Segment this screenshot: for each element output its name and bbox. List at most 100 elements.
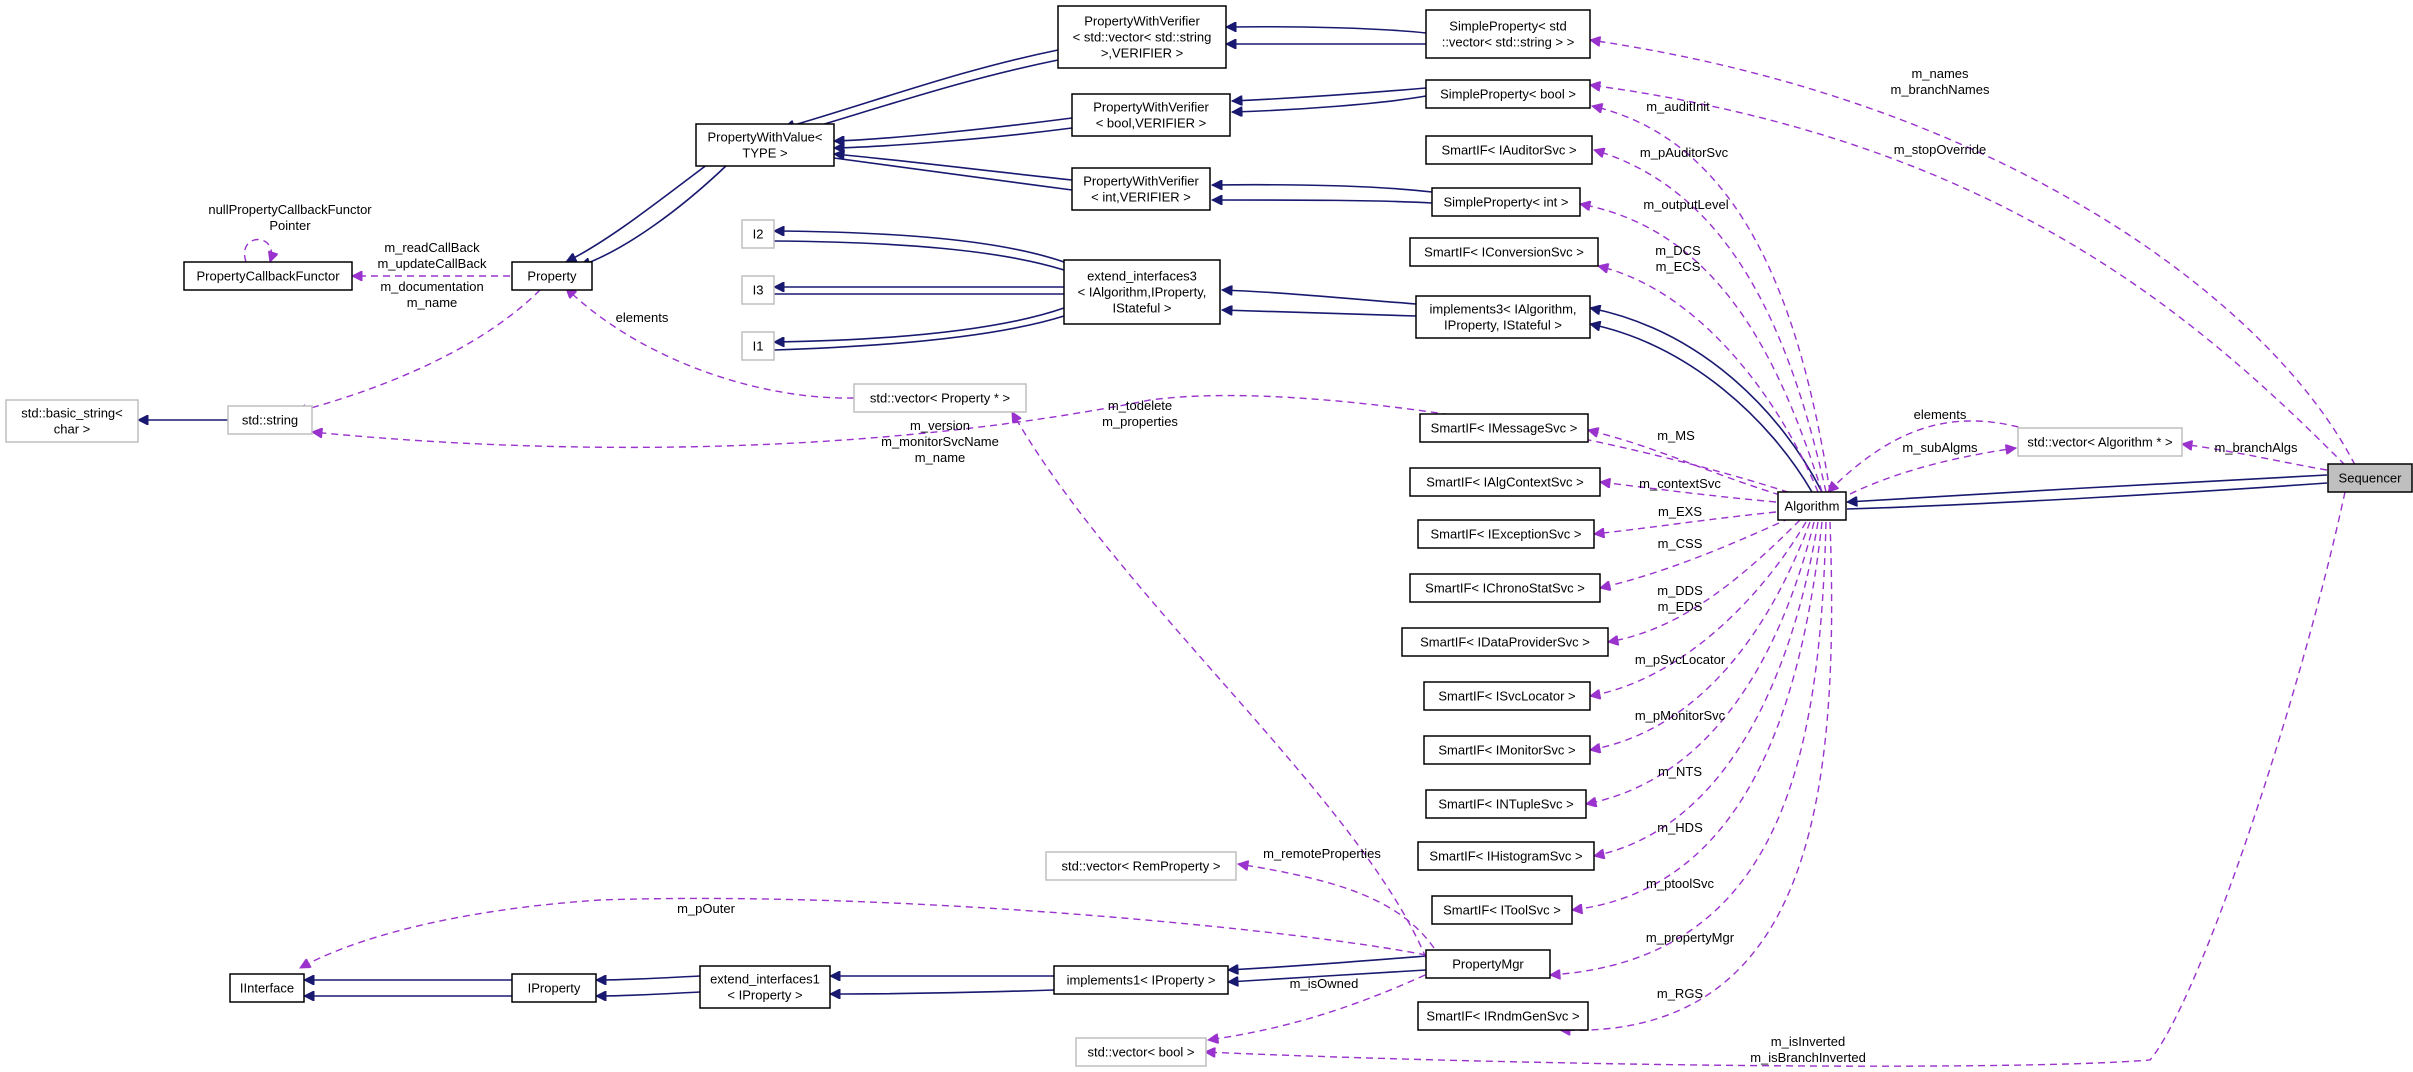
edge-sp-int-pwv-2 [1212,200,1433,203]
edge-label-version-name: m_version [910,418,970,433]
edge-label-is-inverted: m_isInverted [1771,1034,1845,1049]
node-algorithm[interactable]: Algorithm [1777,491,1847,521]
node-property[interactable]: Property [511,261,593,291]
edge-alg-outputlevel [1580,204,1823,493]
edge-alg-pauditorsvc [1594,150,1827,493]
edge-label-dds-eds: m_EDS [1658,599,1703,614]
node-label: SimpleProperty< std [1449,18,1566,33]
node-box [1425,9,1591,59]
node-box [695,123,835,167]
node-extend-if3[interactable]: extend_interfaces3< IAlgorithm,IProperty… [1063,259,1221,325]
edge-pwv-bool-pwvalue [834,117,1073,141]
edge-label-dcs-ecs: m_ECS [1656,259,1701,274]
node-label: >,VERIFIER > [1101,45,1183,60]
node-iproperty[interactable]: IProperty [511,973,597,1003]
node-label: PropertyWithVerifier [1093,99,1209,114]
node-box [1417,841,1595,871]
node-i2[interactable]: I2 [741,219,775,249]
node-box [1401,627,1609,657]
node-vec-property[interactable]: std::vector< Property * > [853,383,1027,413]
node-vec-algorithm[interactable]: std::vector< Algorithm * > [2017,427,2183,457]
node-label: std::vector< bool > [1088,1044,1195,1059]
node-label: < bool,VERIFIER > [1096,115,1207,130]
node-implements1[interactable]: implements1< IProperty > [1053,965,1229,995]
node-sm-svclocator[interactable]: SmartIF< ISvcLocator > [1423,681,1591,711]
edge-label-stop-override: m_stopOverride [1894,142,1986,157]
node-sm-chronostatsvc[interactable]: SmartIF< IChronoStatSvc > [1409,573,1601,603]
node-pwv-int[interactable]: PropertyWithVerifier< int,VERIFIER > [1071,167,1211,211]
edge-labels: m_namesm_branchNamesm_stopOverridem_bran… [208,66,2298,1065]
node-label: PropertyWithValue< [707,129,822,144]
node-pwvalue[interactable]: PropertyWithValue<TYPE > [695,123,835,167]
node-label: < std::vector< std::string [1073,29,1212,44]
node-box [1425,789,1587,819]
edge-extend3-i1 [774,307,1065,342]
node-box [1423,735,1591,765]
edge-label-todelete: m_properties [1102,414,1178,429]
node-label: I3 [753,282,764,297]
edge-alg-exceptionsvc [1594,511,1777,534]
node-propertymgr[interactable]: PropertyMgr [1425,949,1551,979]
node-label: SmartIF< IDataProviderSvc > [1420,634,1590,649]
node-sm-toolsvc[interactable]: SmartIF< IToolSvc > [1431,895,1573,925]
node-i1[interactable]: I1 [741,331,775,361]
node-std-string[interactable]: std::string [227,405,313,435]
node-i3[interactable]: I3 [741,275,775,305]
node-pwv-vecstring[interactable]: PropertyWithVerifier< std::vector< std::… [1057,5,1227,69]
node-label: extend_interfaces1 [710,971,820,986]
node-sm-messagesvc[interactable]: SmartIF< IMessageSvc > [1419,413,1589,443]
node-vec-remproperty[interactable]: std::vector< RemProperty > [1045,851,1237,881]
node-vec-bool[interactable]: std::vector< bool > [1075,1037,1207,1067]
edge-alg-propertymgr [1550,521,1827,975]
node-box [1409,467,1601,497]
node-sm-dataprovidersvc[interactable]: SmartIF< IDataProviderSvc > [1401,627,1609,657]
edge-label-names: m_branchNames [1891,82,1990,97]
edge-alg-monitorsvc [1590,521,1811,750]
edge-label-callbacks: m_readCallBack [384,240,480,255]
edge-alg-conversionsvc [1598,266,1819,493]
node-simpleprop-bool[interactable]: SimpleProperty< bool > [1425,79,1591,109]
edge-label-nts: m_NTS [1658,764,1702,779]
node-label: PropertyMgr [1452,956,1524,971]
node-sm-monitorsvc[interactable]: SmartIF< IMonitorSvc > [1423,735,1591,765]
node-label: SmartIF< IConversionSvc > [1424,244,1584,259]
node-sm-conversionsvc[interactable]: SmartIF< IConversionSvc > [1409,237,1599,267]
node-sm-histogramsvc[interactable]: SmartIF< IHistogramSvc > [1417,841,1595,871]
node-label: IInterface [240,980,294,995]
node-sm-algcontextsvc[interactable]: SmartIF< IAlgContextSvc > [1409,467,1601,497]
node-box [5,399,139,443]
node-box [1431,895,1573,925]
node-label: SmartIF< INTupleSvc > [1438,796,1573,811]
edge-label-todelete: m_todelete [1108,398,1172,413]
node-std-basic-string[interactable]: std::basic_string<char > [5,399,139,443]
edge-label-is-owned: m_isOwned [1290,976,1359,991]
node-box [1057,5,1227,69]
node-sm-exceptionsvc[interactable]: SmartIF< IExceptionSvc > [1417,519,1595,549]
node-sm-rndmgensvc[interactable]: SmartIF< IRndmGenSvc > [1417,1001,1589,1031]
node-implements3[interactable]: implements3< IAlgorithm,IProperty, IStat… [1415,295,1591,339]
edge-label-p-monitor-svc: m_pMonitorSvc [1635,708,1726,723]
node-label: SmartIF< IAuditorSvc > [1441,142,1576,157]
edge-algorithm-implements3-2 [1590,324,1813,493]
edge-alg-auditinit [1592,106,1831,493]
node-iinterface[interactable]: IInterface [229,973,305,1003]
node-simpleprop-vecstring[interactable]: SimpleProperty< std::vector< std::string… [1425,9,1591,59]
node-pwv-bool[interactable]: PropertyWithVerifier< bool,VERIFIER > [1071,93,1231,137]
edge-alg-rndmgensvc [1560,521,1833,1030]
node-box [1419,413,1589,443]
node-propcallbackfunctor[interactable]: PropertyCallbackFunctor [183,261,353,291]
node-sm-auditorsvc[interactable]: SmartIF< IAuditorSvc > [1425,135,1593,165]
node-sequencer[interactable]: Sequencer [2327,463,2413,493]
node-label: IProperty [528,980,581,995]
node-label: std::vector< RemProperty > [1062,858,1221,873]
node-box [229,973,305,1003]
node-label: SmartIF< IRndmGenSvc > [1426,1008,1579,1023]
node-extend-if1[interactable]: extend_interfaces1< IProperty > [699,965,831,1009]
node-simpleprop-int[interactable]: SimpleProperty< int > [1431,187,1581,217]
node-label: implements3< IAlgorithm, [1429,301,1576,316]
node-sm-ntuplesvc[interactable]: SmartIF< INTupleSvc > [1425,789,1587,819]
edge-sequencer-names [1590,40,2356,466]
edge-alg-vecalg-elements [1828,420,2031,492]
node-label: < int,VERIFIER > [1091,189,1191,204]
